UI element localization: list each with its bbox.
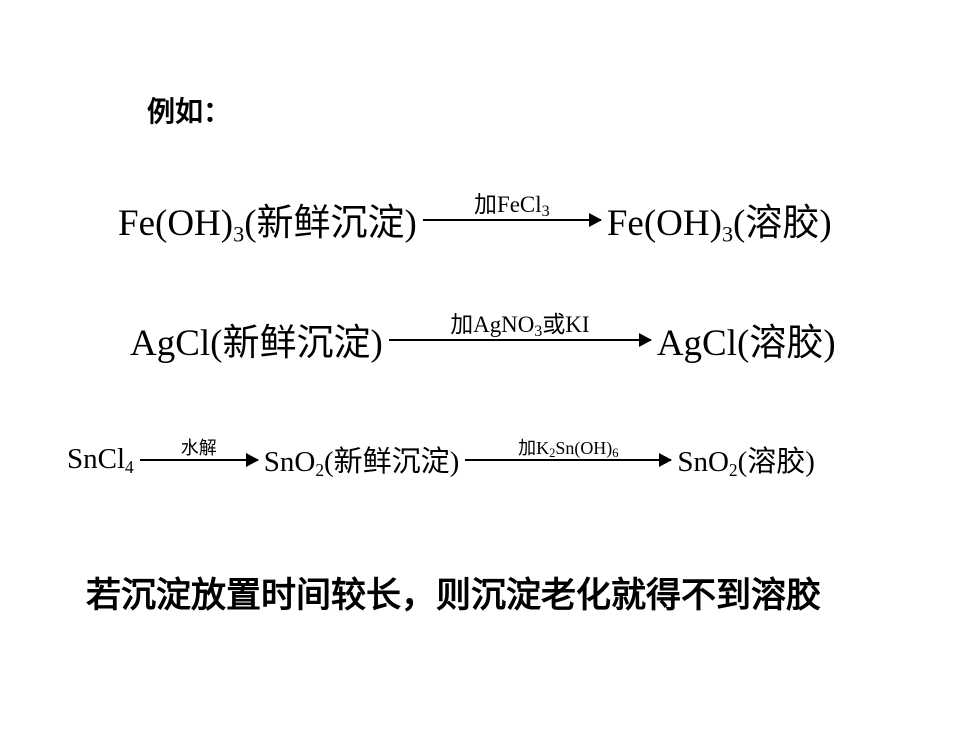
eq3-intermediate: SnO2(新鲜沉淀) bbox=[264, 438, 460, 480]
eq2-arrow-icon bbox=[388, 333, 652, 348]
eq3-hydrolysis-arrow: 水解 bbox=[139, 437, 259, 468]
eq3-product: SnO2(溶胶) bbox=[677, 438, 815, 480]
eq1-product-subscript: 3 bbox=[721, 221, 734, 247]
eq1-reactant-state: (新鲜沉淀) bbox=[244, 203, 417, 244]
eq1-reactant: Fe(OH)3(新鲜沉淀) bbox=[118, 192, 417, 246]
eq3-condition2: 加K2Sn(OH)6 bbox=[518, 437, 618, 459]
equation-sncl4: SnCl4 水解 SnO2(新鲜沉淀) 加K2Sn(OH)6 SnO2(溶胶) bbox=[67, 438, 815, 480]
eq2-condition: 加AgNO3或KI bbox=[450, 311, 589, 340]
equation-agcl: AgCl(新鲜沉淀) 加AgNO3或KI AgCl(溶胶) bbox=[130, 312, 836, 366]
eq3-condition2-text-b: Sn(OH) bbox=[555, 437, 613, 458]
eq3-product-state: (溶胶) bbox=[737, 446, 815, 478]
eq3-condition1: 水解 bbox=[180, 437, 217, 458]
eq3-condition2-subscript2: 6 bbox=[612, 445, 619, 460]
eq2-product: AgCl(溶胶) bbox=[656, 323, 836, 364]
equation-fe-oh3: Fe(OH)3(新鲜沉淀) 加FeCl3 Fe(OH)3(溶胶) bbox=[118, 192, 832, 246]
eq1-product-formula: Fe(OH) bbox=[606, 203, 722, 244]
eq3-intermediate-formula: SnO bbox=[263, 446, 316, 478]
eq1-product: Fe(OH)3(溶胶) bbox=[607, 192, 832, 246]
conclusion-text: 若沉淀放置时间较长，则沉淀老化就得不到溶胶 bbox=[86, 576, 822, 616]
eq1-arrow-icon bbox=[422, 213, 602, 228]
eq2-condition-text-a: 加AgNO bbox=[450, 311, 535, 337]
eq3-peptization-arrow: 加K2Sn(OH)6 bbox=[465, 437, 673, 468]
eq2-reaction-arrow: 加AgNO3或KI bbox=[388, 311, 652, 348]
heading: 例如： bbox=[147, 95, 232, 128]
eq1-condition-subscript: 3 bbox=[541, 202, 550, 220]
eq3-arrow1-icon bbox=[139, 453, 259, 468]
eq3-product-formula: SnO bbox=[677, 446, 729, 478]
eq3-intermediate-subscript: 2 bbox=[315, 460, 325, 481]
eq1-reactant-formula: Fe(OH) bbox=[118, 203, 234, 244]
eq3-arrow2-icon bbox=[465, 453, 673, 468]
eq3-condition2-subscript1: 2 bbox=[549, 445, 556, 460]
eq1-condition: 加FeCl3 bbox=[474, 191, 550, 220]
eq1-reactant-subscript: 3 bbox=[233, 221, 245, 247]
eq2-condition-text-b: 或KI bbox=[542, 311, 590, 337]
eq1-reaction-arrow: 加FeCl3 bbox=[422, 191, 602, 228]
eq3-reactant-subscript: 4 bbox=[125, 456, 134, 477]
eq3-intermediate-state: (新鲜沉淀) bbox=[324, 446, 460, 478]
eq3-reactant-formula: SnCl bbox=[67, 442, 126, 475]
eq1-product-state: (溶胶) bbox=[733, 203, 832, 244]
eq3-reactant: SnCl4 bbox=[67, 443, 134, 476]
eq3-condition2-text-a: 加K bbox=[518, 437, 550, 458]
eq1-condition-text: 加FeCl bbox=[474, 191, 542, 217]
eq2-reactant: AgCl(新鲜沉淀) bbox=[130, 323, 383, 364]
eq2-condition-subscript: 3 bbox=[534, 322, 543, 340]
eq3-product-subscript: 2 bbox=[728, 460, 738, 481]
